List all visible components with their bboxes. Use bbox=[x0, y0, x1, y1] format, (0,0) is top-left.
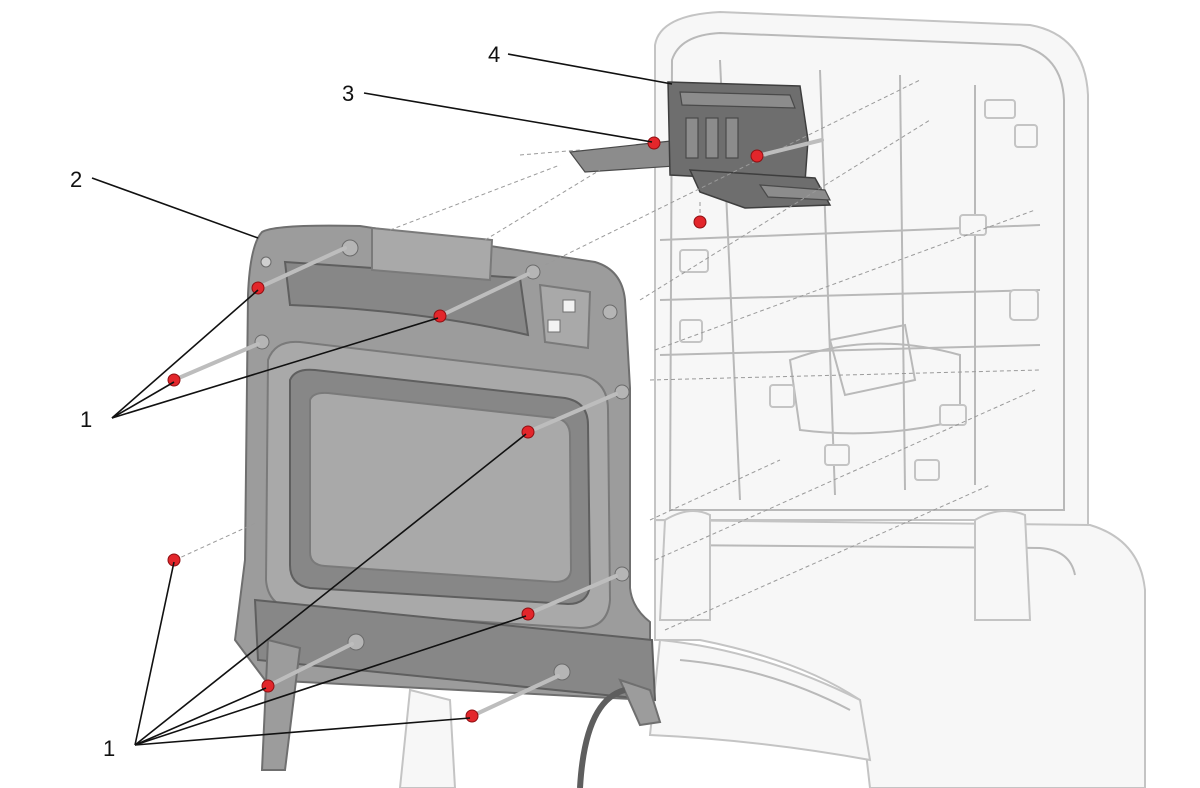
callout-4: 4 bbox=[488, 42, 500, 67]
fastener-screw bbox=[167, 342, 260, 387]
callout-labels: 1 1 2 3 4 bbox=[70, 42, 500, 761]
fastener-screw bbox=[693, 215, 707, 229]
latch-screw bbox=[647, 136, 661, 150]
fasteners bbox=[167, 136, 824, 723]
fastener-screw bbox=[251, 246, 347, 295]
cover-panel bbox=[233, 224, 662, 788]
latch-assembly bbox=[568, 81, 832, 209]
console-base bbox=[398, 510, 1146, 788]
callout-1-lower: 1 bbox=[103, 736, 115, 761]
fastener-screw bbox=[465, 674, 560, 723]
callout-2: 2 bbox=[70, 167, 82, 192]
fastener-screw bbox=[750, 138, 824, 163]
leader-lines bbox=[91, 53, 673, 746]
fastener-screw bbox=[167, 553, 181, 567]
callout-1-upper: 1 bbox=[80, 407, 92, 432]
callout-3: 3 bbox=[342, 81, 354, 106]
